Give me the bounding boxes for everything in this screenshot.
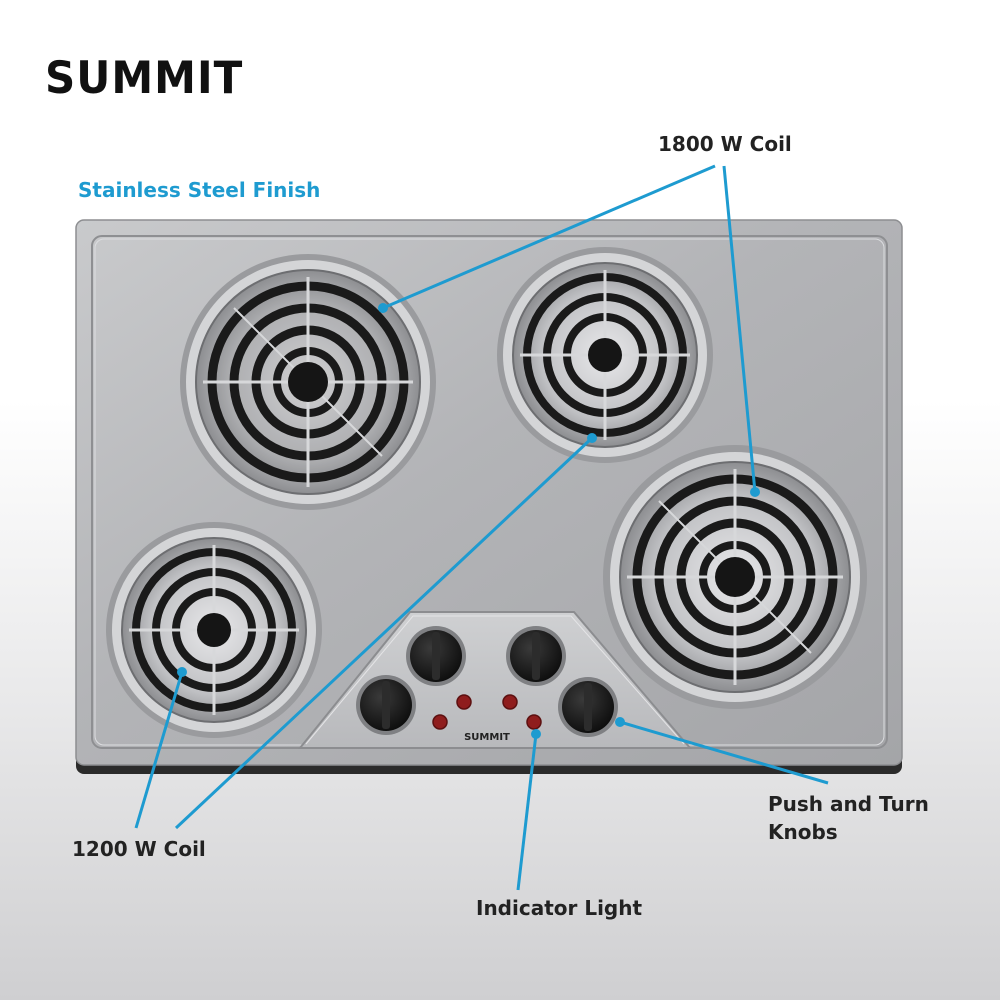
callout-line-1200-rear-right [174,436,594,830]
burner-rear-right [497,247,713,463]
knob-rear-right[interactable] [506,626,566,686]
indicator-light [456,694,472,710]
burner-rear-left [180,254,436,510]
indicator-light [432,714,448,730]
callout-line-1800-rear-left [382,164,716,310]
burner-front-left [106,522,322,738]
burner-front-right [603,445,867,709]
summit-logo: SUMMIT [45,52,244,104]
label-push-turn-knobs: Push and Turn Knobs [768,792,929,844]
knob-rear-left[interactable] [406,626,466,686]
knob-front-right[interactable] [558,677,618,737]
indicator-light [526,714,542,730]
callout-line-indicator [516,733,538,891]
panel-logo: SUMMIT [464,732,510,743]
label-1200w-coil: 1200 W Coil [72,837,206,861]
indicator-light [502,694,518,710]
callout-dots [177,303,760,739]
callout-line-1800-front-right [722,165,757,493]
label-1800w-coil: 1800 W Coil [658,132,792,156]
callout-lines [134,164,829,891]
label-indicator-light: Indicator Light [476,896,643,920]
label-stainless-finish: Stainless Steel Finish [78,178,321,202]
knob-front-left[interactable] [356,675,416,735]
callout-line-1200-front-left [134,671,184,829]
callout-line-knobs [619,720,829,785]
